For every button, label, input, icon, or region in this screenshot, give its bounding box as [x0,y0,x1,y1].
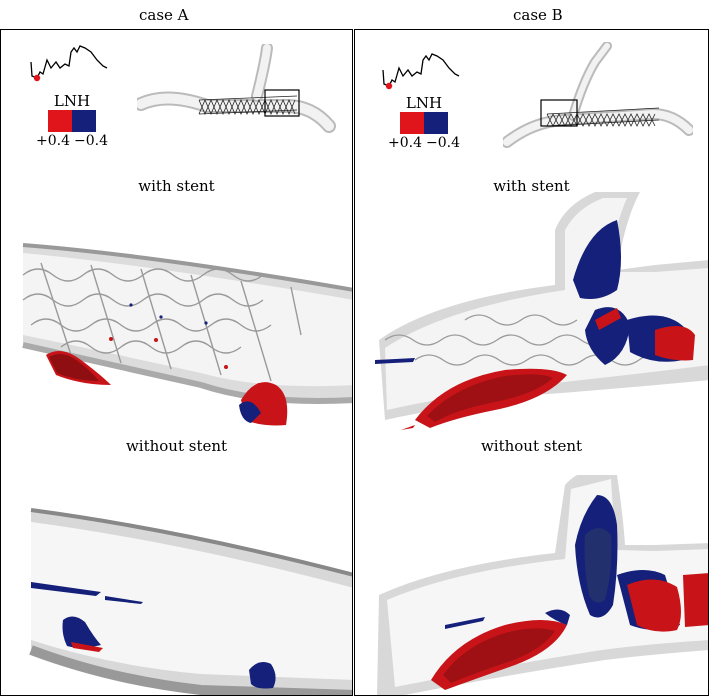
case-b-label: case B [513,6,563,24]
case-b-panel: LNH +0.4 −0.4 with stent [354,29,709,696]
legend-negative-swatch [424,112,448,134]
render-b-without-stent [377,475,708,695]
overview-vessel-a [137,44,336,133]
case-a-label: case A [139,6,189,24]
waveform-icon [30,45,108,82]
legend-positive-swatch [48,110,72,132]
overview-vessel-b [503,42,693,148]
legend-title: LNH [53,92,91,110]
case-a-panel: LNH +0.4 −0.4 with stent [0,29,353,696]
with-stent-title: with stent [493,177,570,195]
without-stent-title: without stent [125,437,228,455]
legend-positive-swatch [400,112,424,134]
waveform-icon [382,53,460,90]
render-a-without-stent [29,508,352,695]
lnh-legend: LNH +0.4 −0.4 [379,94,469,150]
legend-negative-swatch [72,110,96,132]
render-a-with-stent [22,243,352,426]
lnh-legend: LNH +0.4 −0.4 [27,92,117,148]
legend-negative-value: −0.4 [426,135,460,151]
legend-positive-value: +0.4 [388,135,422,151]
legend-positive-value: +0.4 [36,133,70,149]
legend-title: LNH [405,94,443,112]
render-b-with-stent [375,192,708,430]
legend-negative-value: −0.4 [74,133,108,149]
with-stent-title: with stent [138,177,215,195]
without-stent-title: without stent [480,437,583,455]
